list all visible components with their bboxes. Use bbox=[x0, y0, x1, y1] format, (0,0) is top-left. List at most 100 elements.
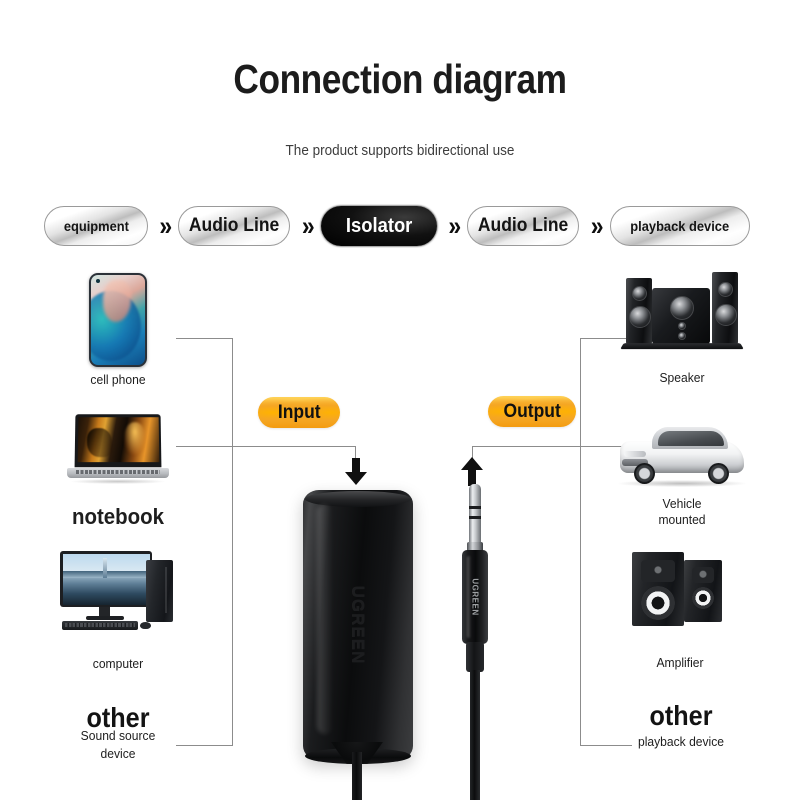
source-to-device-drop bbox=[355, 446, 357, 464]
chevron-right-icon-4: » bbox=[590, 210, 604, 241]
keyboard-icon bbox=[62, 621, 138, 630]
notebook-icon bbox=[67, 414, 169, 486]
speaker-tweeter-left bbox=[632, 286, 647, 301]
flow-chip-playback-device: playback device bbox=[609, 206, 750, 246]
output-item-speaker: Speaker bbox=[622, 370, 742, 386]
source-stub-computer bbox=[176, 745, 233, 747]
output-arrow-head-icon bbox=[461, 457, 483, 470]
input-arrow-shaft bbox=[352, 458, 360, 474]
source-bracket-vertical bbox=[232, 338, 234, 746]
amplifier-label: Amplifier bbox=[656, 655, 704, 670]
chevron-right-icon-3: » bbox=[448, 210, 461, 241]
isolator-top-cap bbox=[305, 491, 411, 507]
output-item-amplifier: Amplifier bbox=[620, 655, 740, 671]
isolator-highlight bbox=[317, 504, 333, 734]
subwoofer-led-1 bbox=[678, 322, 686, 330]
output-other-sub: playback device bbox=[637, 734, 725, 749]
output-other-label: other bbox=[649, 700, 713, 731]
monitor-stand bbox=[99, 607, 110, 617]
output-arrow-shaft bbox=[468, 470, 476, 486]
output-stub-speaker bbox=[580, 338, 632, 340]
plug-brand-label: UGREEN bbox=[470, 578, 480, 616]
source-stub-phone bbox=[176, 338, 233, 340]
notebook-shadow bbox=[71, 479, 165, 484]
vehicle-label-line2: mounted bbox=[658, 512, 706, 528]
flow-chip-isolator: Isolator bbox=[320, 206, 437, 246]
car-headlight bbox=[624, 451, 646, 457]
vehicle-label-line1: Vehicle bbox=[662, 496, 702, 511]
flow-chip-equipment: equipment bbox=[44, 206, 148, 246]
source-other-label: other bbox=[86, 702, 150, 733]
amplifier-speaker-right bbox=[684, 560, 722, 622]
cell-phone-icon bbox=[89, 273, 147, 367]
speaker-tower-left bbox=[626, 278, 652, 344]
speaker-woofer-right bbox=[715, 304, 737, 326]
page-subtitle: The product supports bidirectional use bbox=[285, 142, 515, 159]
input-badge: Input bbox=[258, 397, 340, 428]
audio-plug: UGREEN bbox=[458, 484, 492, 800]
speaker-subwoofer-center bbox=[652, 288, 710, 344]
subwoofer-led-2 bbox=[678, 332, 686, 340]
flow-chip-audio-line-out: Audio Line bbox=[467, 206, 580, 246]
device-to-output-rise bbox=[472, 446, 474, 462]
plug-strain-relief bbox=[466, 642, 484, 672]
pc-tower bbox=[146, 560, 173, 622]
speaker-label: Speaker bbox=[659, 370, 705, 385]
speaker-tweeter-right bbox=[718, 282, 733, 297]
amplifier-woofer-left bbox=[641, 586, 675, 620]
cell-phone-label: cell phone bbox=[90, 372, 146, 387]
mouse-icon bbox=[140, 622, 151, 629]
input-badge-label: Input bbox=[277, 401, 321, 423]
isolator-device: UGREEN bbox=[303, 490, 413, 764]
output-bracket-vertical bbox=[580, 338, 582, 746]
phone-screen bbox=[91, 275, 145, 365]
source-other-sub-line1: Sound source bbox=[80, 728, 156, 743]
computer-label: computer bbox=[92, 656, 144, 671]
computer-icon bbox=[60, 551, 176, 633]
speaker-woofer-left bbox=[629, 306, 651, 328]
plug-ring-1 bbox=[469, 506, 481, 509]
vehicle-icon bbox=[612, 425, 750, 487]
notebook-base bbox=[67, 468, 169, 478]
amplifier-woofer-right bbox=[692, 587, 714, 609]
chevron-right-icon-1: » bbox=[159, 210, 172, 241]
chevron-right-icon-2: » bbox=[301, 210, 315, 241]
isolator-brand-label: UGREEN bbox=[349, 585, 368, 665]
plug-tip bbox=[469, 484, 481, 544]
car-shadow bbox=[618, 480, 746, 487]
source-to-device-line bbox=[232, 446, 356, 448]
input-arrow-head-icon bbox=[345, 472, 367, 485]
amplifier-tweeter-right bbox=[692, 567, 714, 583]
source-item-cell-phone: cell phone bbox=[58, 372, 178, 388]
car-wheel-front bbox=[634, 463, 655, 484]
amplifier-icon bbox=[632, 552, 728, 630]
notebook-screen bbox=[77, 416, 159, 463]
notebook-keyboard bbox=[76, 470, 160, 474]
plug-cable bbox=[470, 670, 480, 800]
source-other-sub-line2: device bbox=[100, 746, 136, 761]
car-wheel-rear bbox=[708, 463, 729, 484]
flow-chip-audio-line-in: Audio Line bbox=[178, 206, 291, 246]
output-badge: Output bbox=[488, 396, 576, 427]
amplifier-tweeter-left bbox=[641, 560, 675, 582]
speaker-tower-right bbox=[712, 272, 738, 344]
output-stub-amplifier bbox=[580, 745, 632, 747]
notebook-lid bbox=[74, 414, 162, 468]
monitor-screen bbox=[62, 553, 150, 605]
page-title: Connection diagram bbox=[233, 56, 567, 102]
monitor-body bbox=[60, 551, 152, 607]
output-badge-label: Output bbox=[503, 400, 561, 422]
car-windshield bbox=[658, 431, 724, 446]
amplifier-speaker-left bbox=[632, 552, 684, 626]
output-stub-vehicle bbox=[580, 446, 632, 448]
source-item-notebook: notebook bbox=[58, 503, 178, 531]
source-stub-notebook bbox=[176, 446, 233, 448]
device-to-output-line bbox=[472, 446, 581, 448]
car-grille bbox=[622, 459, 648, 466]
isolator-cable bbox=[352, 752, 362, 800]
monitor-foot bbox=[86, 616, 124, 620]
flow-steps: equipment » Audio Line » Isolator » Audi… bbox=[44, 200, 750, 252]
source-item-computer: computer bbox=[58, 656, 178, 672]
output-item-vehicle: Vehicle mounted bbox=[622, 496, 742, 529]
